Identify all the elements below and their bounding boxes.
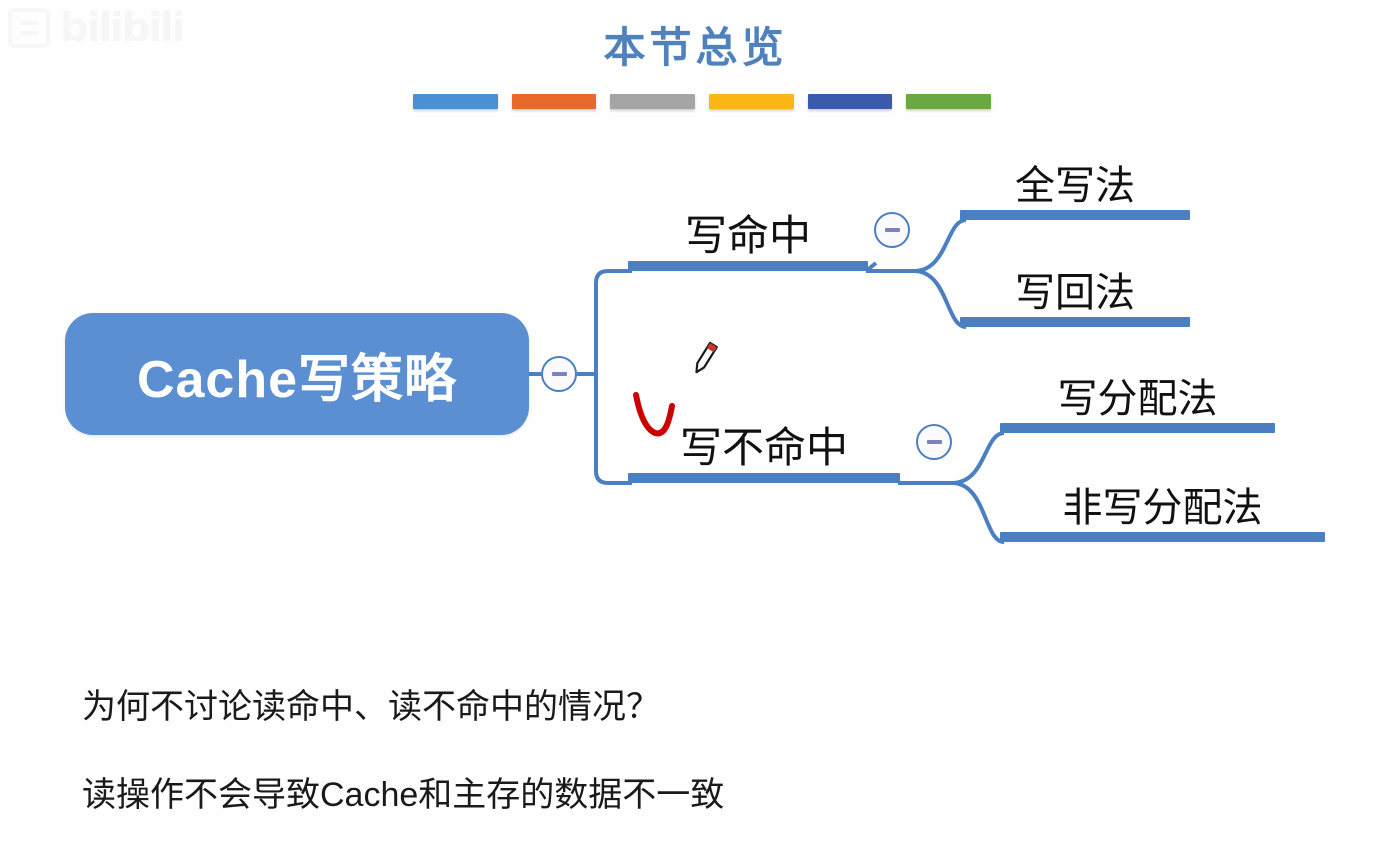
connector-miss-child2 xyxy=(951,481,1005,544)
bar-orange xyxy=(511,94,597,109)
mindmap-node-write-miss[interactable]: 写不命中 xyxy=(628,403,900,483)
mindmap-node-write-hit[interactable]: 写命中 xyxy=(628,191,868,271)
connector-spine-up xyxy=(594,269,632,374)
connector-hit-child1 xyxy=(913,218,967,273)
node-underline-bar xyxy=(960,210,1190,220)
title-color-bars xyxy=(413,94,992,110)
node-underline-bar xyxy=(628,473,900,483)
bar-blue xyxy=(413,94,498,109)
node-label-write-miss: 写不命中 xyxy=(679,424,848,471)
node-underline-bar xyxy=(628,261,868,271)
note-line-1: 为何不讨论读命中、读不命中的情况？ xyxy=(82,688,660,726)
node-underline-bar xyxy=(1000,532,1325,542)
node-label-write-hit: 写命中 xyxy=(684,212,811,259)
node-label-write-back: 写回法 xyxy=(1015,271,1135,315)
collapse-toggle-write-hit[interactable] xyxy=(874,212,910,248)
bar-yellow xyxy=(709,94,794,109)
mindmap-root-node[interactable]: Cache写策略 xyxy=(65,313,529,435)
page-title: 本节总览 xyxy=(603,26,788,72)
collapse-toggle-write-miss[interactable] xyxy=(916,424,952,460)
node-underline-bar xyxy=(960,317,1190,327)
minus-icon xyxy=(926,440,942,444)
note-line-2: 读操作不会导致Cache和主存的数据不一致 xyxy=(82,775,725,814)
mindmap-diagram: Cache写策略 写命中 写不命中 全写法 写回法 xyxy=(0,120,1391,590)
connector-hit-child2 xyxy=(913,269,967,329)
connector-miss-child1 xyxy=(951,431,1005,485)
node-label-no-write-allocate: 非写分配法 xyxy=(1062,486,1263,530)
mindmap-node-write-through[interactable]: 全写法 xyxy=(960,150,1190,220)
minus-icon xyxy=(884,228,900,232)
collapse-toggle-root[interactable] xyxy=(541,356,577,392)
mindmap-node-write-back[interactable]: 写回法 xyxy=(960,257,1190,327)
node-label-write-allocate: 写分配法 xyxy=(1057,377,1218,421)
root-node-label: Cache写策略 xyxy=(136,350,458,409)
node-underline-bar xyxy=(1000,423,1275,433)
minus-icon xyxy=(551,372,567,376)
mindmap-node-write-allocate[interactable]: 写分配法 xyxy=(1000,363,1275,433)
node-label-write-through: 全写法 xyxy=(1015,164,1135,208)
bar-green xyxy=(906,94,992,109)
bar-dark-blue xyxy=(807,94,893,109)
connector-spine-down xyxy=(594,374,632,485)
bar-gray xyxy=(610,94,696,109)
slide-notes: 为何不讨论读命中、读不命中的情况？ 读操作不会导致Cache和主存的数据不一致 xyxy=(82,688,1082,814)
mindmap-node-no-write-allocate[interactable]: 非写分配法 xyxy=(1000,472,1325,542)
